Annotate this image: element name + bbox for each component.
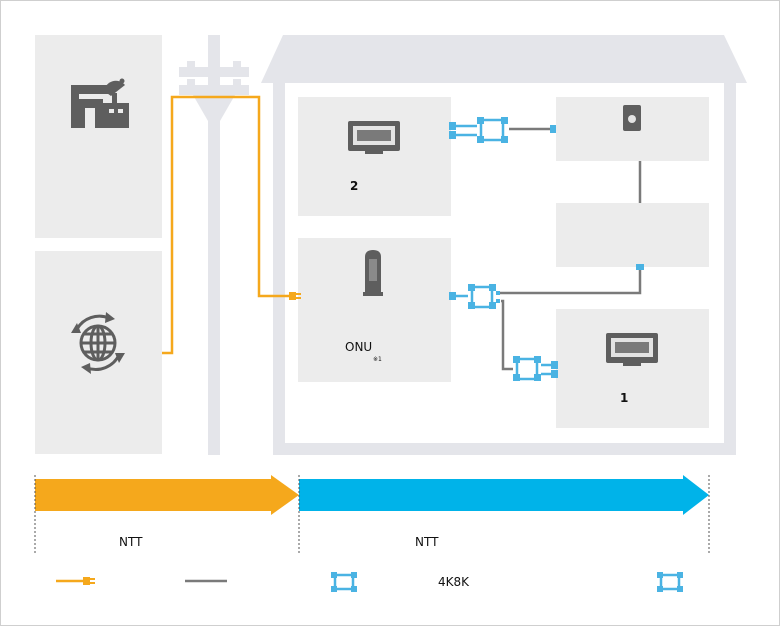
fiber-connector-icon (289, 292, 301, 300)
splitter-icon (449, 264, 644, 309)
tv-icon (606, 333, 658, 366)
tv-room-2-label: 2 (350, 179, 359, 193)
legend-4k8k-splitter-icon (657, 572, 683, 592)
globe-arrows (71, 312, 125, 374)
ntt-right-label: NTT (415, 535, 439, 549)
legend-splitter-icon (331, 572, 357, 592)
tv-room-2-panel (298, 97, 451, 216)
ntt-coax-arrow (299, 475, 709, 515)
tv-room-1-panel (556, 309, 709, 428)
splitter-icon (449, 117, 556, 143)
onu-device-icon (363, 250, 383, 296)
splitter-icon (513, 356, 558, 381)
legend-fiber-icon (56, 577, 95, 585)
broadcast-station-icon (71, 78, 129, 128)
segment-dividers (34, 475, 710, 553)
legend-4k8k-label: 4K8K (438, 575, 470, 589)
tv-room-1-label: 1 (620, 391, 629, 405)
ntt-fiber-arrow (35, 475, 299, 515)
middle-room-panel (556, 203, 709, 267)
fiber-cable (162, 95, 289, 355)
ntt-left-label: NTT (119, 535, 143, 549)
broadcast-station-panel (35, 35, 162, 238)
coax-cables (498, 127, 642, 371)
wall-outlet-icon (623, 105, 641, 131)
house (261, 35, 747, 455)
onu-label: ONU (345, 340, 373, 354)
utility-pole (179, 35, 249, 455)
tv-icon (348, 121, 400, 154)
onu-footnote: ※1 (373, 356, 382, 363)
